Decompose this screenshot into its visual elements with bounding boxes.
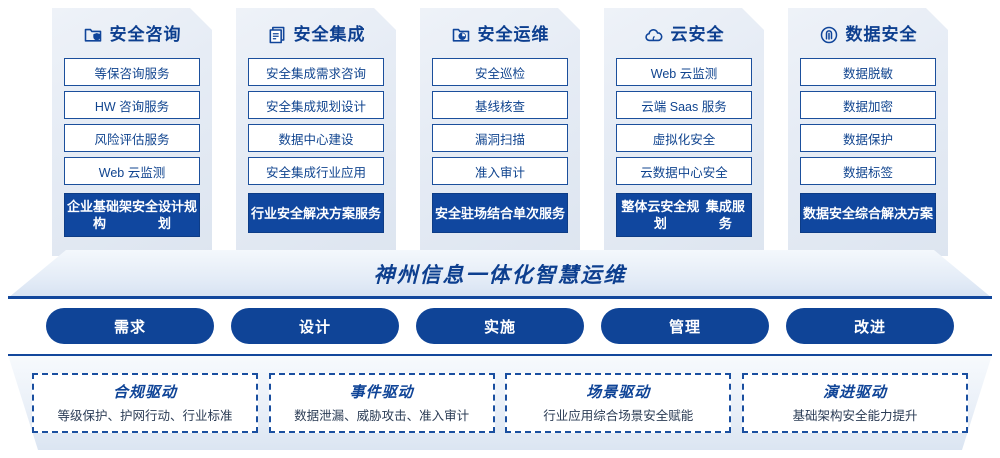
phase-pill-4[interactable]: 管理 [601, 308, 769, 344]
service-item[interactable]: 数据中心建设 [248, 124, 384, 152]
drivers-list: 合规驱动等级保护、护网行动、行业标准事件驱动数据泄漏、威胁攻击、准入审计场景驱动… [8, 355, 992, 450]
service-column-title: 安全咨询 [109, 25, 182, 44]
folder-chart-icon [451, 25, 471, 45]
service-column-summary[interactable]: 行业安全解决方案服务 [248, 193, 384, 233]
driver-box-2[interactable]: 事件驱动数据泄漏、威胁攻击、准入审计 [268, 372, 495, 433]
service-item[interactable]: Web 云监测 [64, 157, 200, 185]
driver-subtitle: 等级保护、护网行动、行业标准 [57, 409, 233, 423]
service-column-4: 云安全 Web 云监测云端 Saas 服务虚拟化安全云数据中心安全整体云安全规划集… [604, 8, 764, 256]
folder-shield-icon [83, 25, 103, 45]
service-item[interactable]: 数据保护 [800, 124, 936, 152]
service-column-header: 云安全 [616, 18, 752, 52]
service-column-header: 安全咨询 [64, 18, 200, 52]
service-column-title: 数据安全 [845, 25, 918, 44]
phase-pill-2[interactable]: 设计 [231, 308, 399, 344]
driver-subtitle: 基础架构安全能力提升 [792, 409, 918, 423]
service-column-5: 数据安全数据脱敏数据加密数据保护数据标签数据安全综合解决方案 [788, 8, 948, 256]
driver-box-1[interactable]: 合规驱动等级保护、护网行动、行业标准 [32, 372, 258, 433]
driver-subtitle: 行业应用综合场景安全赋能 [543, 409, 694, 423]
service-column-header: 数据安全 [800, 18, 936, 52]
service-item[interactable]: 安全集成规划设计 [248, 91, 384, 119]
service-column-header: 安全集成 [248, 18, 384, 52]
driver-box-4[interactable]: 演进驱动基础架构安全能力提升 [741, 372, 968, 433]
service-column-summary[interactable]: 整体云安全规划集成服务 [616, 193, 752, 237]
drivers-panel-topline [8, 354, 992, 356]
driver-box-3[interactable]: 场景驱动行业应用综合场景安全赋能 [505, 372, 732, 433]
stacked-documents-icon [267, 25, 287, 45]
driver-title: 场景驱动 [586, 384, 651, 401]
driver-title: 合规驱动 [112, 384, 177, 401]
service-item[interactable]: 安全巡检 [432, 58, 568, 86]
service-column-summary[interactable]: 数据安全综合解决方案 [800, 193, 936, 233]
platform-banner-title: 神州信息一体化智慧运维 [373, 264, 627, 287]
service-column-title: 安全集成 [293, 25, 366, 44]
service-item[interactable]: 虚拟化安全 [616, 124, 752, 152]
service-item[interactable]: 安全集成需求咨询 [248, 58, 384, 86]
service-columns: 安全咨询等保咨询服务 HW 咨询服务风险评估服务 Web 云监测企业基础架构安全设计… [0, 8, 1000, 256]
service-column-title: 安全运维 [477, 25, 550, 44]
service-item[interactable]: 安全集成行业应用 [248, 157, 384, 185]
service-column-summary[interactable]: 企业基础架构安全设计规划 [64, 193, 200, 237]
service-item[interactable]: 等保咨询服务 [64, 58, 200, 86]
service-column-header: 安全运维 [432, 18, 568, 52]
service-item[interactable]: 风险评估服务 [64, 124, 200, 152]
driver-title: 事件驱动 [349, 384, 414, 401]
banner-baseline [8, 296, 992, 299]
service-item[interactable]: 云端 Saas 服务 [616, 91, 752, 119]
driver-title: 演进驱动 [822, 384, 887, 401]
service-column-2: 安全集成安全集成需求咨询安全集成规划设计数据中心建设安全集成行业应用行业安全解决… [236, 8, 396, 256]
service-item[interactable]: 准入审计 [432, 157, 568, 185]
service-column-3: 安全运维安全巡检基线核查漏洞扫描准入审计安全驻场结合单次服务 [420, 8, 580, 256]
phase-pill-1[interactable]: 需求 [46, 308, 214, 344]
service-item[interactable]: 基线核查 [432, 91, 568, 119]
platform-banner: 神州信息一体化智慧运维 [8, 250, 992, 298]
service-column-summary[interactable]: 安全驻场结合单次服务 [432, 193, 568, 233]
cloud-icon [644, 25, 664, 45]
lifecycle-phase-pills: 需求设计实施管理改进 [0, 308, 1000, 348]
fingerprint-icon [819, 25, 839, 45]
service-item[interactable]: Web 云监测 [616, 58, 752, 86]
phase-pill-3[interactable]: 实施 [416, 308, 584, 344]
service-item[interactable]: 云数据中心安全 [616, 157, 752, 185]
service-item[interactable]: 数据脱敏 [800, 58, 936, 86]
service-column-title: 云安全 [670, 25, 725, 44]
service-item[interactable]: 数据加密 [800, 91, 936, 119]
service-item[interactable]: HW 咨询服务 [64, 91, 200, 119]
service-item[interactable]: 数据标签 [800, 157, 936, 185]
service-column-1: 安全咨询等保咨询服务 HW 咨询服务风险评估服务 Web 云监测企业基础架构安全设计… [52, 8, 212, 256]
driver-subtitle: 数据泄漏、威胁攻击、准入审计 [294, 409, 470, 423]
phase-pill-5[interactable]: 改进 [786, 308, 954, 344]
service-item[interactable]: 漏洞扫描 [432, 124, 568, 152]
